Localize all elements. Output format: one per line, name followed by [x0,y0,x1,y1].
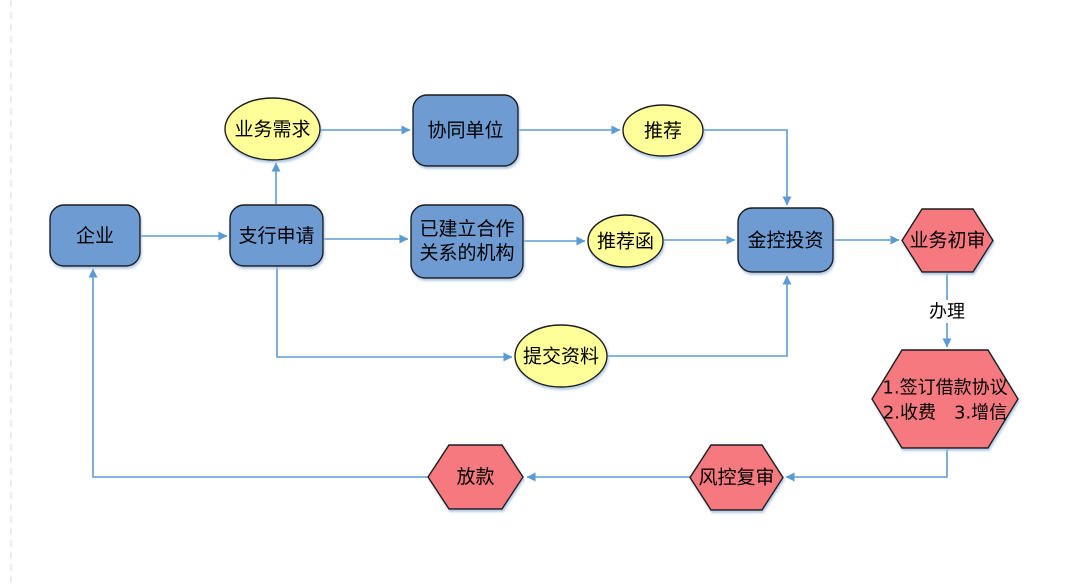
branch-application-label: 支行申请 [238,225,314,247]
node-loan-disbursement: 放款 [427,444,524,510]
node-enterprise: 企业 [49,204,141,267]
edge-label-process-text: 办理 [929,302,965,323]
edge-submit-materials-to-jinkong-bottom [607,275,792,357]
node-loan-agreement-steps: 1.签订借款协议 2.收费 3.增信 [871,349,1019,449]
jinkong-investment-shape [737,207,834,273]
node-branch-application: 支行申请 [229,204,324,267]
business-initial-review-label: 业务初审 [909,230,985,252]
loan-agreement-steps-label-line1: 1.签订借款协议 [882,378,1007,399]
node-jinkong-investment: 金控投资 [737,207,834,273]
loan-disbursement-shape [427,444,524,510]
node-recommendation-letter: 推荐函 [587,214,664,268]
business-demand-label: 业务需求 [234,119,310,141]
recommendation-letter-label: 推荐函 [597,231,654,253]
edge-label-process: 办理 [921,300,973,323]
branch-application-shape [229,204,324,267]
node-business-initial-review: 业务初审 [901,208,994,273]
submit-materials-label: 提交资料 [523,346,599,368]
collaborating-unit-shape [412,94,519,167]
node-submit-materials: 提交资料 [514,324,608,388]
loan-agreement-steps-shape [871,349,1019,449]
connectors [88,125,952,482]
node-partner-institution: 已建立合作 关系的机构 [410,204,524,279]
partner-institution-shape [410,204,524,279]
node-business-demand: 业务需求 [224,97,321,161]
node-risk-control-review: 风控复审 [689,444,784,511]
submit-materials-shape [514,324,608,388]
node-recommendation: 推荐 [622,104,704,157]
recommendation-label: 推荐 [644,120,682,142]
edge-branch-to-submit-materials [276,266,513,362]
jinkong-investment-label: 金控投资 [747,230,823,252]
business-initial-review-shape [901,208,994,273]
risk-control-review-label: 风控复审 [698,467,774,489]
business-demand-shape [224,97,321,161]
enterprise-shape [49,204,141,267]
risk-control-review-shape [689,444,784,511]
loan-disbursement-label: 放款 [456,466,494,488]
partner-institution-label-line1: 已建立合作 [419,218,514,240]
loan-agreement-steps-label-line2: 2.收费 3.增信 [883,403,1007,424]
node-collaborating-unit: 协同单位 [412,94,519,167]
recommendation-shape [622,104,704,157]
edge-agreement-to-risk-review [785,448,948,482]
collaborating-unit-label: 协同单位 [427,120,503,142]
edge-loan-to-enterprise [88,268,428,478]
edge-label-backing [921,300,973,323]
recommendation-letter-shape [587,214,664,268]
partner-institution-label-line2: 关系的机构 [419,242,514,264]
edge-recommendation-to-jinkong-top [703,129,792,206]
enterprise-label: 企业 [76,225,114,247]
